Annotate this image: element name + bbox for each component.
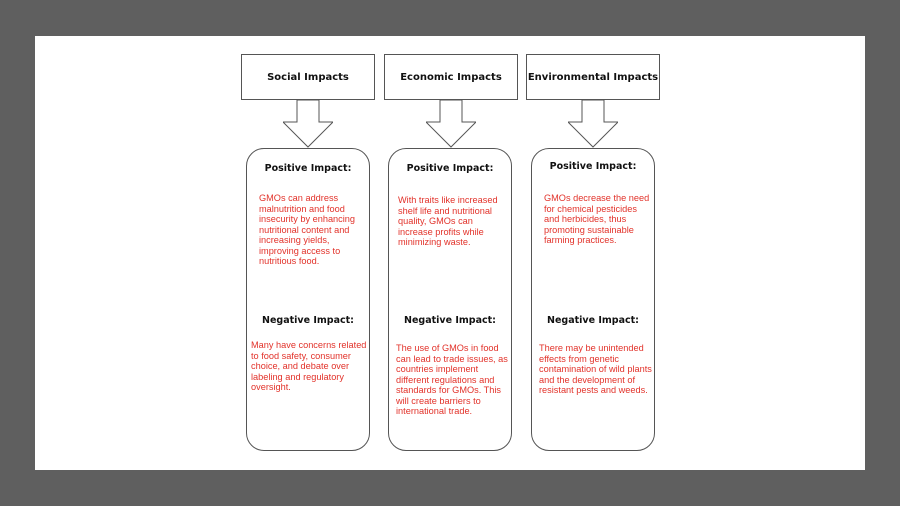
negative-heading: Negative Impact: <box>262 315 354 326</box>
down-arrow-icon <box>283 100 333 148</box>
card-economic-impacts: Positive Impact: With traits like increa… <box>388 148 512 451</box>
positive-text: With traits like increased shelf life an… <box>398 195 498 247</box>
positive-heading: Positive Impact: <box>549 161 637 172</box>
down-arrow-icon <box>568 100 618 148</box>
header-label: Economic Impacts <box>400 71 502 83</box>
negative-text: Many have concerns related to food safet… <box>251 340 367 392</box>
negative-heading: Negative Impact: <box>404 315 496 326</box>
positive-heading: Positive Impact: <box>406 163 494 174</box>
header-social-impacts: Social Impacts <box>241 54 375 100</box>
header-label: Social Impacts <box>267 71 349 83</box>
down-arrow-icon <box>426 100 476 148</box>
negative-text: The use of GMOs in food can lead to trad… <box>396 343 508 416</box>
card-environmental-impacts: Positive Impact: GMOs decrease the need … <box>531 148 655 451</box>
header-environmental-impacts: Environmental Impacts <box>526 54 660 100</box>
header-economic-impacts: Economic Impacts <box>384 54 518 100</box>
card-social-impacts: Positive Impact: GMOs can address malnut… <box>246 148 370 451</box>
negative-heading: Negative Impact: <box>547 315 639 326</box>
positive-text: GMOs decrease the need for chemical pest… <box>544 193 650 245</box>
positive-text: GMOs can address malnutrition and food i… <box>259 193 356 266</box>
negative-text: There may be unintended effects from gen… <box>539 343 652 395</box>
positive-heading: Positive Impact: <box>264 163 352 174</box>
diagram-canvas: Social Impacts Positive Impact: GMOs can… <box>35 36 865 470</box>
header-label: Environmental Impacts <box>527 71 659 83</box>
